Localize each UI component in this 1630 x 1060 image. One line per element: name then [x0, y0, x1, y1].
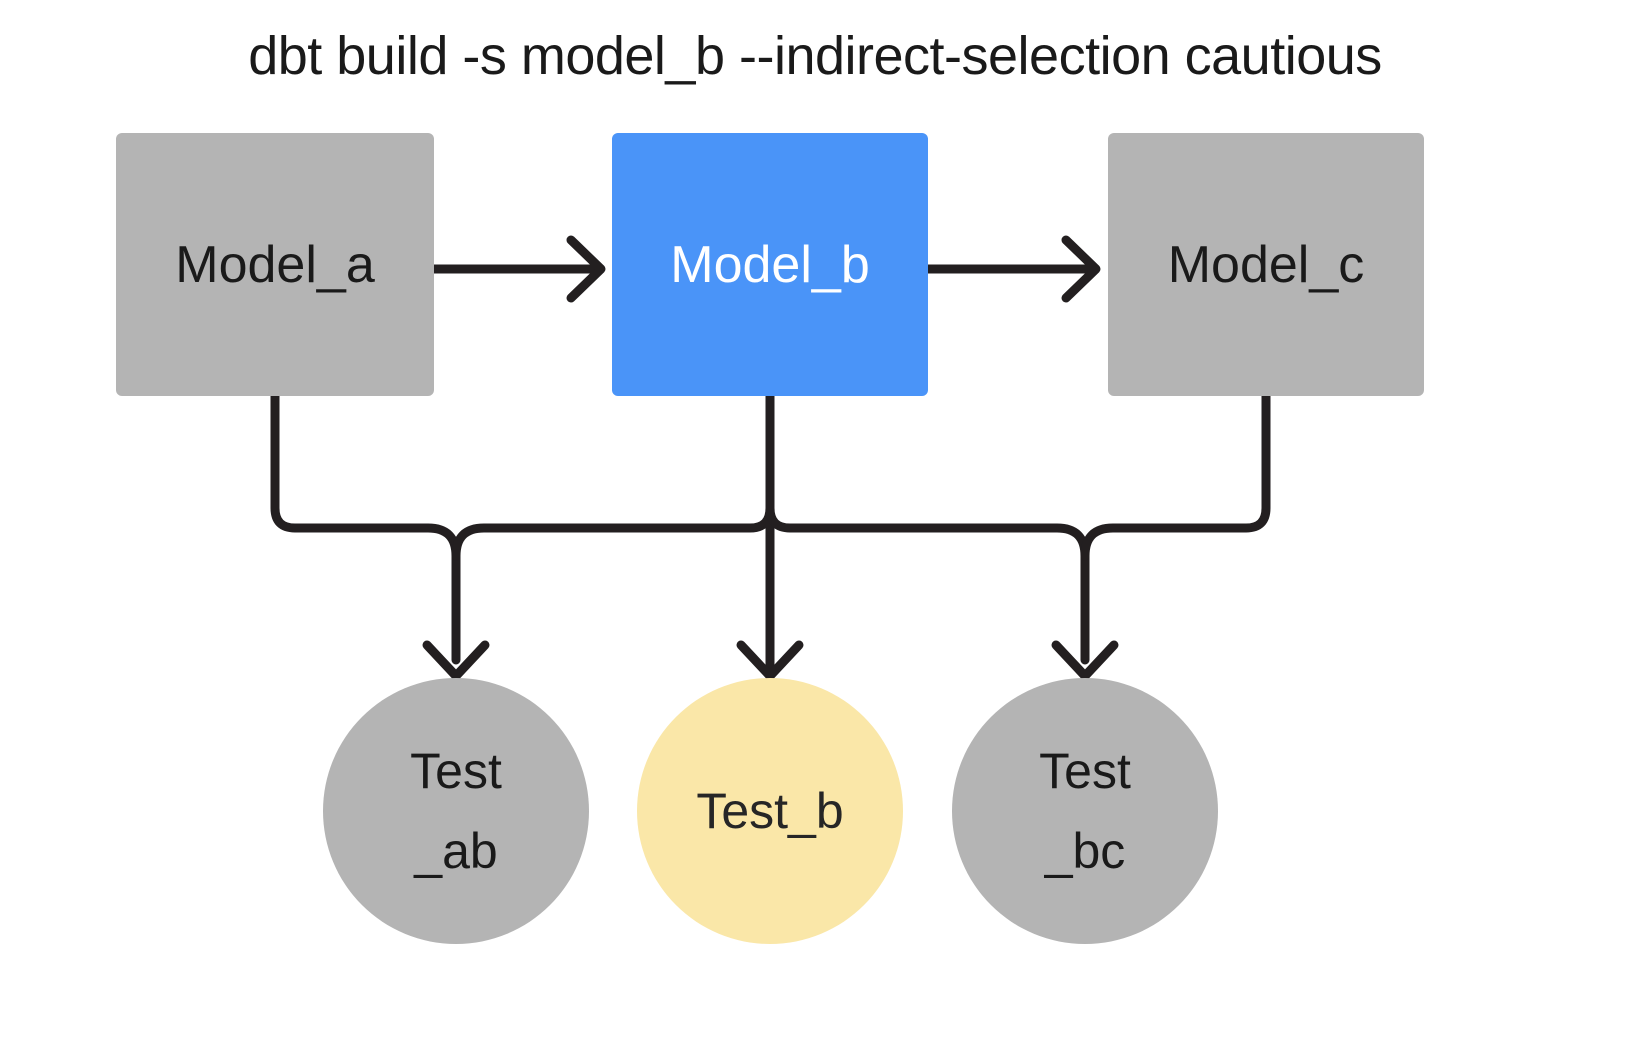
node-model-b-label: Model_b	[670, 235, 870, 294]
node-test-ab-label-line2: _ab	[414, 823, 498, 879]
diagram-title: dbt build -s model_b --indirect-selectio…	[248, 26, 1382, 86]
edge-model-a-to-model-b	[434, 235, 606, 303]
node-model-b[interactable]: Model_b	[612, 133, 928, 396]
edge-model-a-to-test-ab	[270, 391, 490, 681]
node-test-bc-label-line2: _bc	[1044, 823, 1126, 879]
node-model-a[interactable]: Model_a	[116, 133, 434, 396]
node-test-bc[interactable]: Test _bc	[952, 678, 1218, 944]
node-model-a-label: Model_a	[175, 235, 375, 294]
edge-model-b-to-test-ab	[451, 391, 775, 561]
node-test-ab-label-line1: Test	[410, 743, 502, 799]
edge-model-b-to-model-c	[928, 235, 1101, 303]
edge-model-b-to-test-bc	[765, 391, 1119, 681]
node-test-ab[interactable]: Test _ab	[323, 678, 589, 944]
node-test-b-label: Test_b	[696, 783, 844, 839]
node-model-c-label: Model_c	[1167, 235, 1365, 294]
edge-model-c-to-test-bc	[1080, 391, 1271, 561]
node-test-bc-label-line1: Test	[1039, 743, 1131, 799]
node-model-c[interactable]: Model_c	[1108, 133, 1424, 396]
node-test-b[interactable]: Test_b	[637, 678, 903, 944]
